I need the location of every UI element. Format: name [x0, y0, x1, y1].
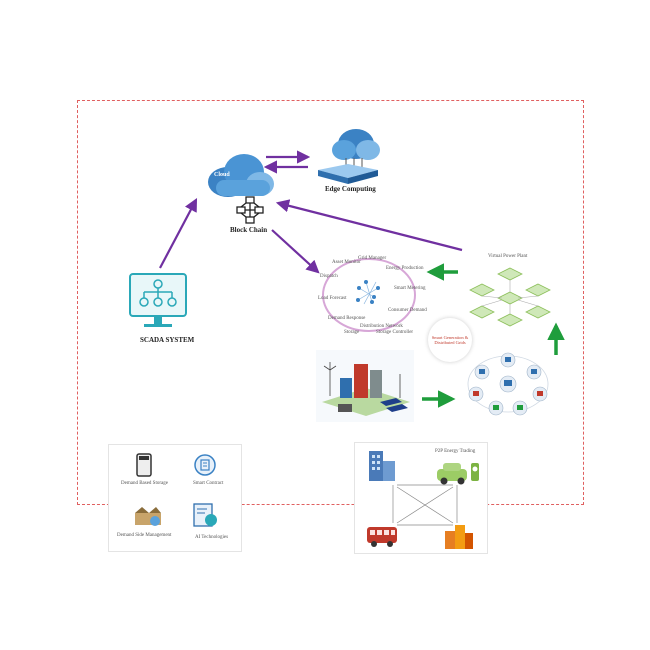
- blockchain-label: Block Chain: [230, 226, 268, 234]
- arrow-blockchain-to-ring: [271, 229, 320, 274]
- p2p-trade-arrows: [392, 484, 458, 526]
- item-label-0: Demand Based Storage: [121, 481, 168, 486]
- demand-management-icon: [135, 507, 161, 526]
- dashed-boundary: [77, 100, 584, 505]
- ring-label-6: Load Forecast: [318, 296, 347, 301]
- storage-battery-icon: [136, 453, 152, 477]
- microgrid-cluster: [462, 350, 554, 418]
- center-note-text: Smart Generation & Distributed Grids: [431, 334, 469, 345]
- electric-car-icon: [437, 463, 479, 485]
- vpp-node: Virtual Power Plant: [462, 254, 558, 328]
- cloud-node: Cloud: [204, 150, 276, 210]
- ring-label-7: Dispatch: [320, 274, 338, 279]
- scada-icon: [129, 273, 187, 327]
- cloud-icon: [208, 154, 274, 197]
- arrow-scada-to-cloud: [159, 198, 198, 269]
- ring-label-2: Smart Metering: [394, 286, 426, 291]
- arrow-vpp-to-blockchain: [275, 199, 463, 252]
- bottom-right-panel: P2P Energy Trading: [354, 442, 488, 554]
- blockchain-icon: [236, 196, 264, 224]
- edge-computing-label: Edge Computing: [325, 185, 376, 193]
- ai-technologies-icon: [193, 503, 217, 527]
- ring-label-5: Demand Response: [328, 316, 366, 321]
- smart-contract-icon: [194, 454, 216, 476]
- residential-building-icon: [445, 525, 473, 549]
- ring-label-0: Grid Manager: [358, 256, 387, 261]
- city-illustration: [316, 350, 414, 422]
- ring-label-9: Storage: [344, 330, 360, 335]
- vpp-label: Virtual Power Plant: [488, 254, 528, 259]
- item-label-2: Demand Side Management: [117, 533, 172, 538]
- item-label-1: Smart Contract: [193, 481, 224, 486]
- center-note: Smart Generation & Distributed Grids: [428, 318, 472, 362]
- ring-diagram: Grid Manager Energy Production Smart Met…: [314, 252, 427, 338]
- ring-label-3: Consumer Demand: [388, 308, 427, 313]
- scada-label: SCADA SYSTEM: [140, 336, 195, 344]
- bus-icon: [367, 527, 397, 547]
- bottom-left-panel: Demand Based Storage Smart Contract Dema…: [108, 444, 242, 552]
- p2p-title: P2P Energy Trading: [435, 449, 476, 454]
- office-building-icon: [369, 451, 395, 481]
- ring-label-10: Storage Controller: [376, 330, 414, 335]
- cloud-label: Cloud: [214, 172, 230, 178]
- edge-computing-icon: [318, 129, 380, 184]
- item-label-3: AI Technologies: [195, 535, 229, 540]
- ring-label-4: Distribution Network: [360, 324, 403, 329]
- ring-label-1: Energy Production: [386, 266, 424, 271]
- ring-label-8: Asset Monitor: [332, 260, 361, 265]
